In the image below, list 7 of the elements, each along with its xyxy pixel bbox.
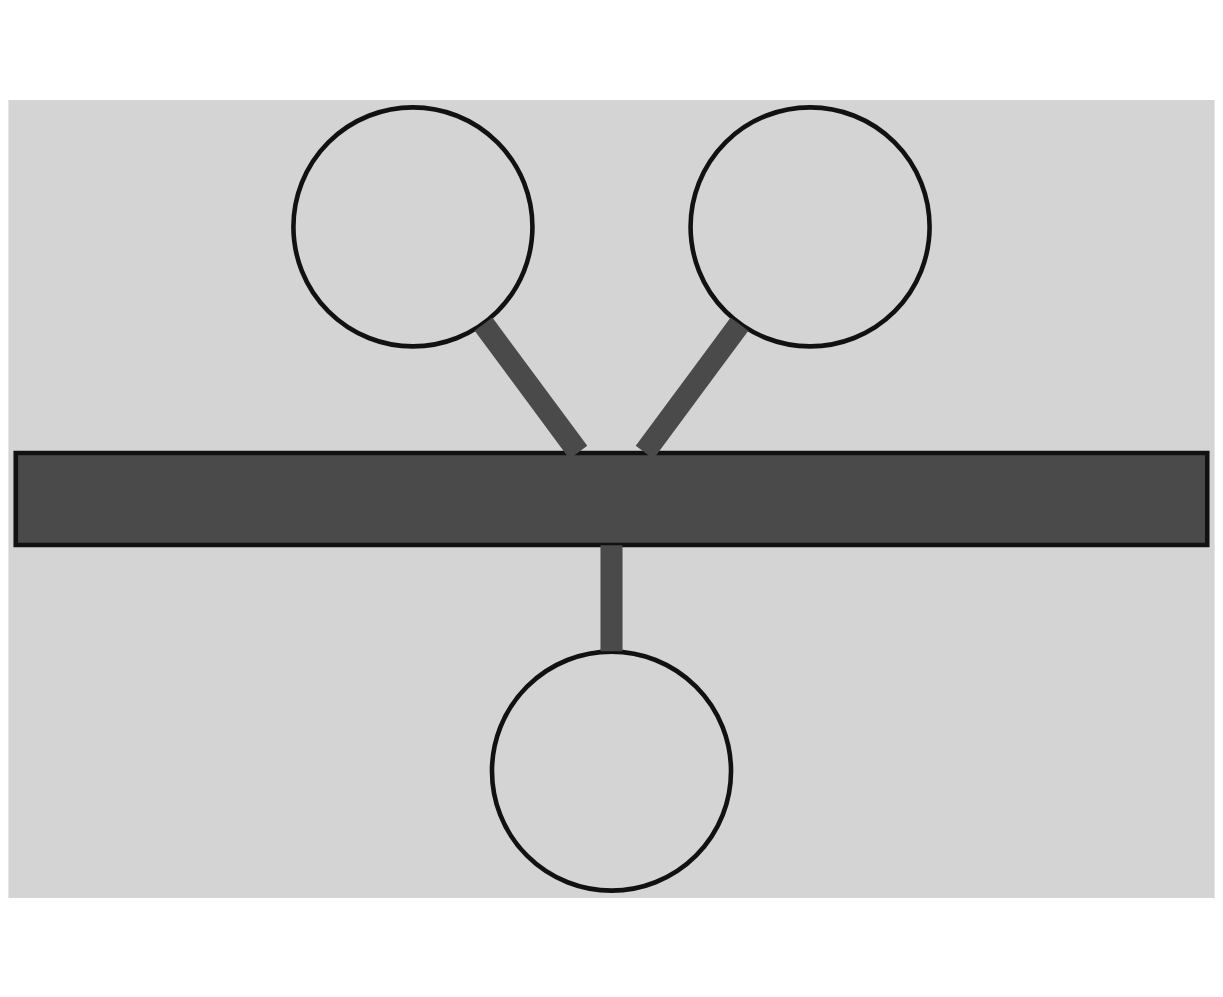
connector: [474, 317, 588, 459]
node-circle: [688, 104, 932, 349]
node-circle: [291, 104, 535, 349]
connector: [635, 317, 749, 459]
node-circle: [489, 648, 734, 893]
connector: [600, 544, 623, 651]
node-bar: [13, 450, 1210, 547]
